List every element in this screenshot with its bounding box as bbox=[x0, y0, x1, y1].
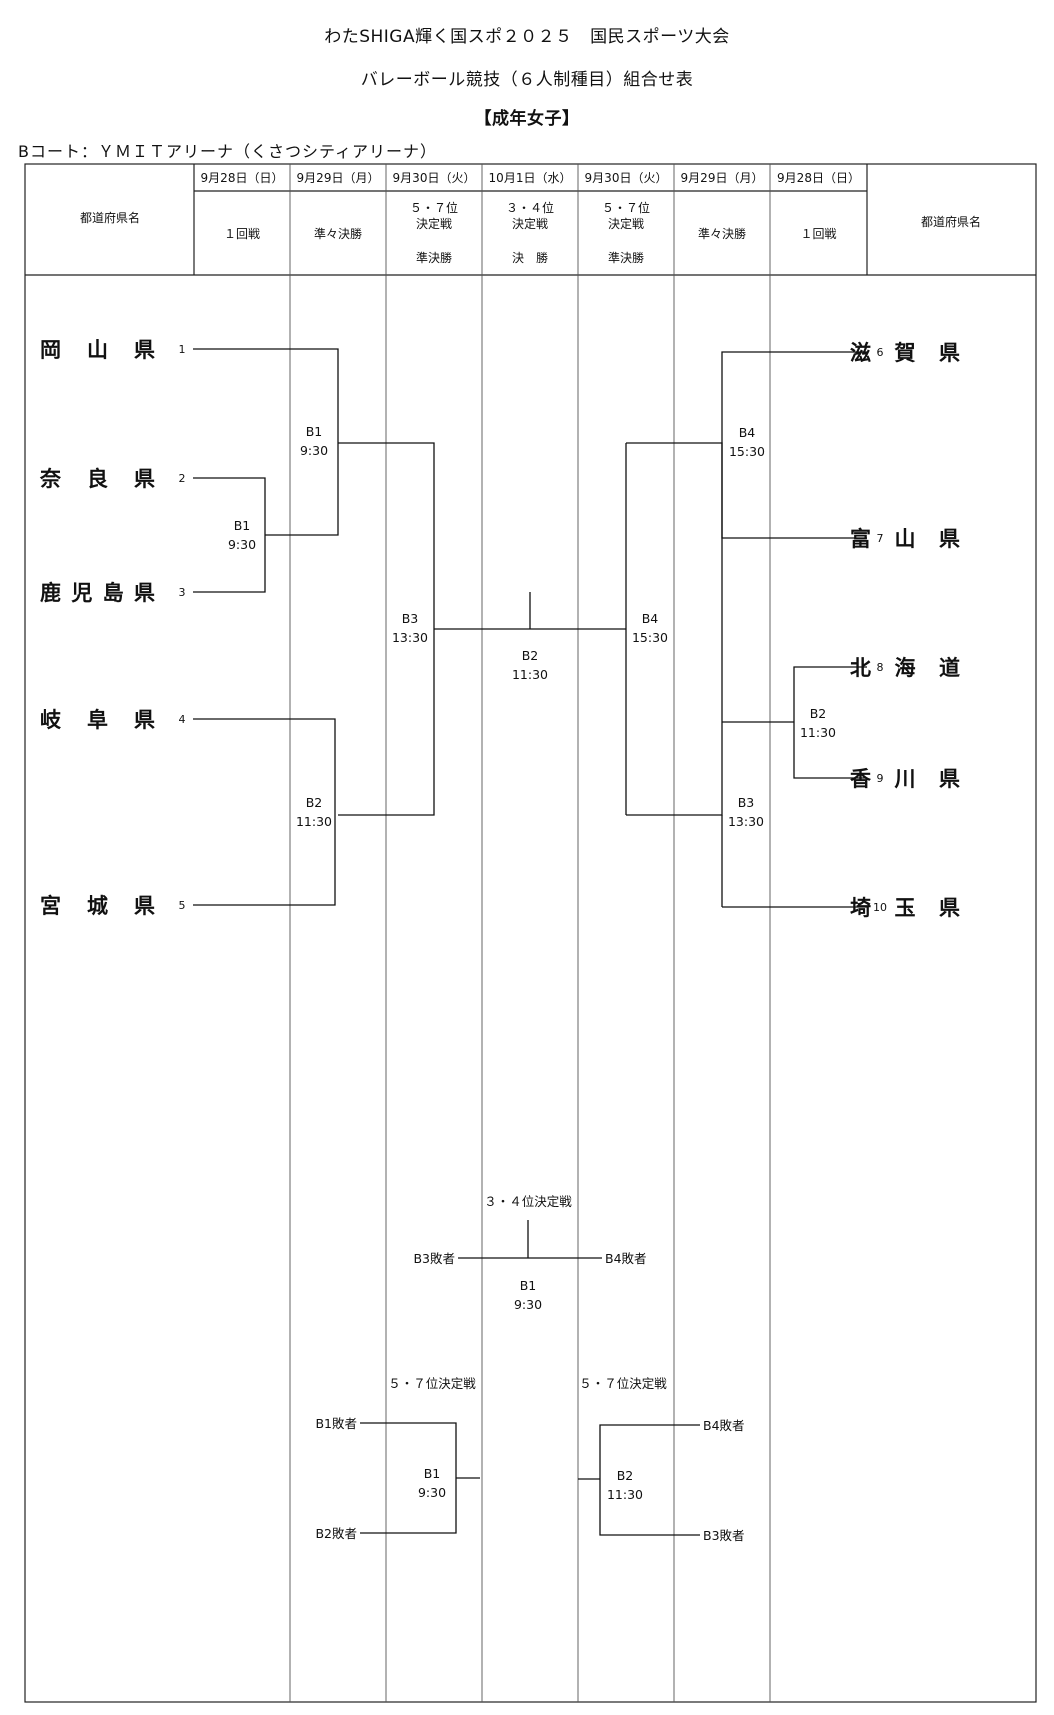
round-header: 準決勝 bbox=[416, 250, 452, 265]
column-lines bbox=[289, 164, 771, 1702]
match-final-time: 11:30 bbox=[512, 667, 548, 682]
round-header: １回戦 bbox=[800, 227, 836, 241]
team-list: 岡 山 県 1 奈 良 県 2 鹿児島県 3 岐 阜 県 4 宮 城 県 5 滋 賀 県6 富 山 県… bbox=[39, 338, 960, 920]
title-line-2: バレーボール競技（６人制種目）組合せ表 bbox=[360, 70, 694, 90]
match-labels: B19:30B19:30B211:30B313:30B211:30B415:30… bbox=[228, 424, 836, 1543]
pref-col-header-left: 都道府県名 bbox=[80, 210, 140, 225]
team-name-left: 奈 良 県 bbox=[39, 467, 155, 491]
team-seed-right: 9 bbox=[877, 772, 884, 785]
round-header: 決定戦 bbox=[416, 216, 452, 231]
round-header: 準決勝 bbox=[608, 250, 644, 265]
match-left-sf-code: B3 bbox=[402, 611, 419, 626]
date-header: 9月30日（火） bbox=[393, 171, 476, 185]
team-seed-right: 8 bbox=[877, 661, 884, 674]
team-name-right: 北 海 道 bbox=[850, 656, 960, 680]
match-left-qf2-code: B2 bbox=[306, 795, 323, 810]
match-left-sf-time: 13:30 bbox=[392, 630, 428, 645]
match-right-qf2-time: 13:30 bbox=[728, 814, 764, 829]
date-header: 9月28日（日） bbox=[777, 171, 860, 185]
round-header: ５・７位 bbox=[602, 200, 650, 215]
third-place-left-team: B3敗者 bbox=[413, 1251, 455, 1266]
team-seed-left: 3 bbox=[179, 586, 186, 599]
team-name-right: 滋 賀 県 bbox=[850, 341, 960, 365]
round-header: １回戦 bbox=[224, 227, 260, 241]
fifth-left-bottom-team: B2敗者 bbox=[315, 1526, 357, 1541]
team-name-right: 富 山 県 bbox=[850, 527, 960, 551]
fifth-left-code: B1 bbox=[424, 1466, 441, 1481]
match-right-sf-time: 15:30 bbox=[632, 630, 668, 645]
team-seed-left: 2 bbox=[179, 472, 186, 485]
court-label: Bコート：ＹＭＩＴアリーナ（くさつシティアリーナ） bbox=[18, 142, 438, 161]
team-name-right: 香 川 県 bbox=[850, 767, 960, 791]
team-seed-right: 10 bbox=[873, 901, 887, 914]
fifth-right-time: 11:30 bbox=[607, 1487, 643, 1502]
team-name-right: 埼 玉 県 bbox=[850, 896, 960, 920]
third-place-right-team: B4敗者 bbox=[605, 1251, 647, 1266]
round-header: 準々決勝 bbox=[698, 226, 746, 241]
fifth-right-label: ５・７位決定戦 bbox=[579, 1376, 667, 1391]
match-right-qf1-time: 15:30 bbox=[729, 444, 765, 459]
pref-col-header-right: 都道府県名 bbox=[921, 214, 981, 229]
round-headers: 9月28日（日）１回戦9月29日（月）準々決勝9月30日（火）５・７位決定戦準決… bbox=[201, 171, 860, 265]
date-header: 9月30日（火） bbox=[585, 171, 668, 185]
team-name-left: 岐 阜 県 bbox=[40, 708, 155, 732]
table-grid bbox=[24, 163, 1037, 1703]
match-right-r1-time: 11:30 bbox=[800, 725, 836, 740]
team-seed-left: 1 bbox=[179, 343, 186, 356]
round-header: 決定戦 bbox=[512, 216, 548, 231]
date-header: 9月29日（月） bbox=[681, 171, 764, 185]
team-seed-right: 6 bbox=[877, 346, 884, 359]
match-right-r1-code: B2 bbox=[810, 706, 827, 721]
team-seed-left: 4 bbox=[179, 713, 186, 726]
third-place-code: B1 bbox=[520, 1278, 537, 1293]
team-name-left: 宮 城 県 bbox=[40, 894, 155, 918]
fifth-right-bottom-team: B3敗者 bbox=[703, 1528, 745, 1543]
title-line-3: 【成年女子】 bbox=[474, 109, 580, 129]
title-line-1: わたSHIGA輝く国スポ２０２５ 国民スポーツ大会 bbox=[324, 27, 730, 47]
round-header: ３・４位 bbox=[506, 200, 554, 215]
round-header: 準々決勝 bbox=[314, 226, 362, 241]
match-left-r1-time: 9:30 bbox=[228, 537, 256, 552]
fifth-left-top-team: B1敗者 bbox=[315, 1416, 357, 1431]
team-name-left: 鹿児島県 bbox=[40, 581, 155, 605]
round-header: 決 勝 bbox=[512, 250, 548, 265]
round-header: ５・７位 bbox=[410, 200, 458, 215]
match-right-sf-code: B4 bbox=[642, 611, 659, 626]
round-header: 決定戦 bbox=[608, 216, 644, 231]
match-left-qf1-time: 9:30 bbox=[300, 443, 328, 458]
date-header: 9月29日（月） bbox=[297, 171, 380, 185]
match-final-code: B2 bbox=[522, 648, 539, 663]
match-left-qf2-time: 11:30 bbox=[296, 814, 332, 829]
team-seed-right: 7 bbox=[877, 532, 884, 545]
team-seed-left: 5 bbox=[179, 899, 186, 912]
match-left-r1-code: B1 bbox=[234, 518, 251, 533]
table-frame bbox=[24, 163, 1037, 1703]
match-right-qf2-code: B3 bbox=[738, 795, 755, 810]
fifth-left-label: ５・７位決定戦 bbox=[388, 1376, 476, 1391]
fifth-right-code: B2 bbox=[617, 1468, 634, 1483]
fifth-left-time: 9:30 bbox=[418, 1485, 446, 1500]
fifth-right-top-team: B4敗者 bbox=[703, 1418, 745, 1433]
date-header: 9月28日（日） bbox=[201, 171, 284, 185]
bracket-lines bbox=[193, 348, 867, 1536]
third-place-label: ３・４位決定戦 bbox=[484, 1194, 572, 1209]
date-header: 10月1日（水） bbox=[489, 171, 572, 185]
match-left-qf1-code: B1 bbox=[306, 424, 323, 439]
third-place-time: 9:30 bbox=[514, 1297, 542, 1312]
match-right-qf1-code: B4 bbox=[739, 425, 756, 440]
team-name-left: 岡 山 県 bbox=[40, 338, 155, 362]
